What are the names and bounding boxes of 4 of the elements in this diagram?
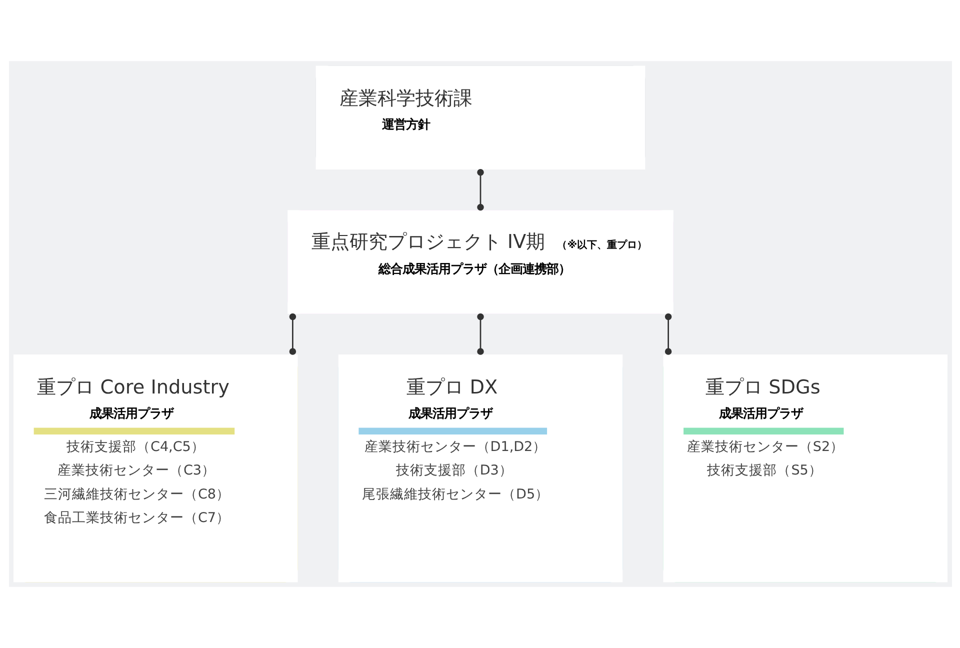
- connector: [288, 313, 296, 355]
- connector: [476, 313, 484, 355]
- connector: [476, 169, 484, 211]
- connector: [664, 313, 672, 355]
